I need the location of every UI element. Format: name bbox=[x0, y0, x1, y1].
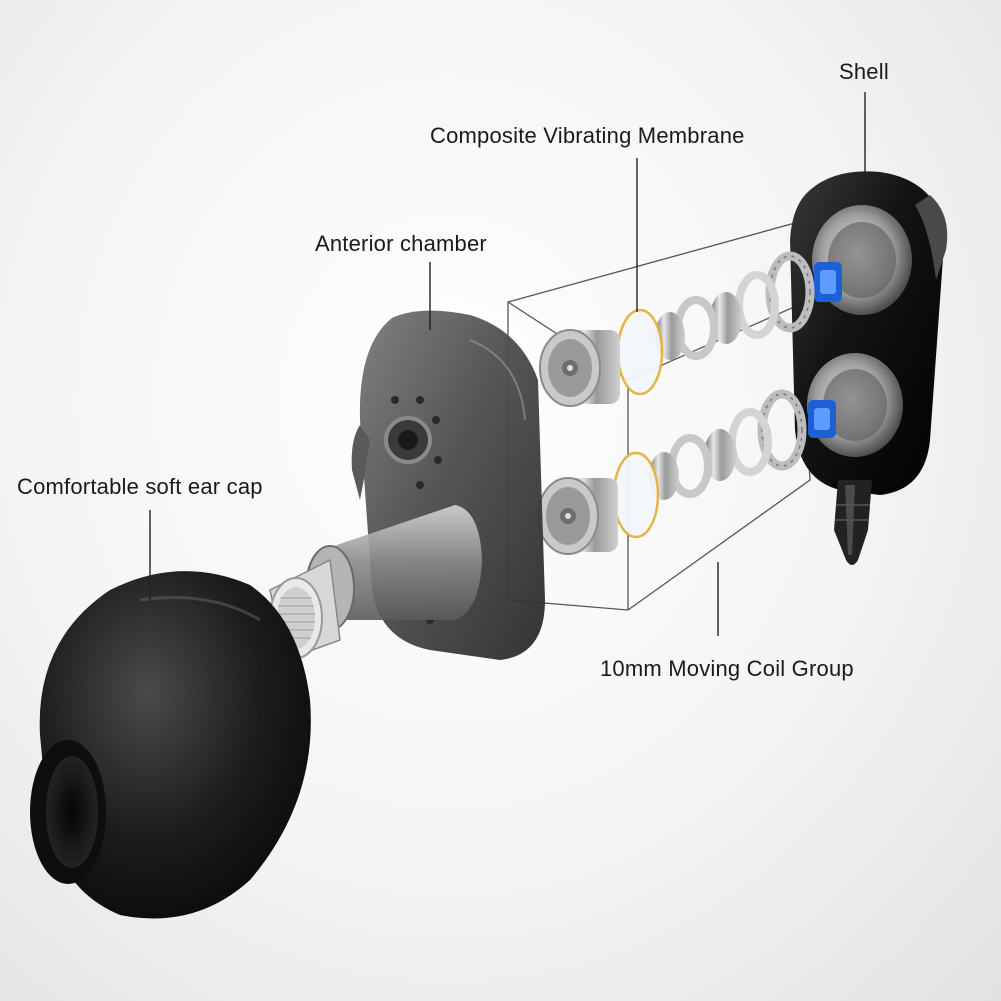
shell-part bbox=[790, 171, 948, 495]
label-comfortable-soft-ear-cap: Comfortable soft ear cap bbox=[17, 474, 263, 499]
coil-ring-stack-bottom bbox=[649, 389, 807, 500]
membrane-ring-top bbox=[616, 308, 664, 396]
blue-connector-bottom bbox=[808, 400, 836, 438]
coil-ring-stack-top bbox=[655, 251, 815, 360]
label-anterior-chamber: Anterior chamber bbox=[315, 231, 487, 256]
label-composite-vibrating-membrane: Composite Vibrating Membrane bbox=[430, 123, 745, 148]
driver-unit-bottom bbox=[537, 477, 618, 555]
membrane-ring-bottom bbox=[612, 451, 660, 539]
driver-unit-top bbox=[539, 329, 620, 407]
leader-lines bbox=[149, 92, 866, 636]
cable-plug-part bbox=[834, 480, 872, 565]
label-moving-coil-group: 10mm Moving Coil Group bbox=[600, 656, 854, 681]
label-shell: Shell bbox=[839, 59, 889, 84]
blue-connector-top bbox=[814, 262, 842, 302]
ear-cap-part bbox=[30, 571, 311, 919]
